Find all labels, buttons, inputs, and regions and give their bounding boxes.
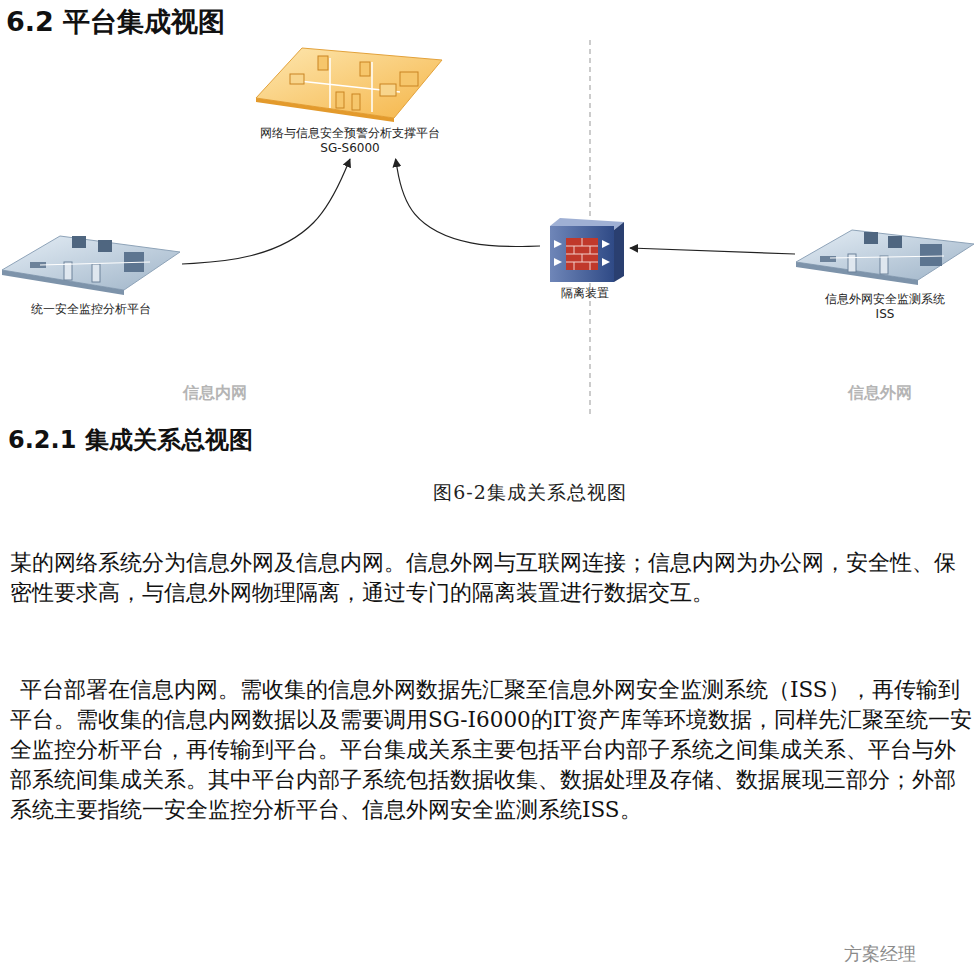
isolation-device-illustration — [550, 218, 624, 282]
monitor-platform-illustration — [2, 236, 180, 295]
watermark: 方案经理 — [840, 942, 920, 966]
data-flow-connector — [630, 248, 795, 254]
section-heading: 6.2.1 集成关系总视图 — [8, 424, 253, 456]
system-node: 统一安全监控分析平台 — [0, 228, 182, 320]
section-title: 6.2 平台集成视图 — [6, 4, 225, 40]
body-paragraph: 平台部署在信息内网。需收集的信息外网数据先汇聚至信息外网安全监测系统（ISS），… — [10, 675, 972, 825]
system-node: 网络与信息安全预警分析支撑平台 SG-S6000 — [255, 42, 445, 159]
zone-label: 信息内网 — [150, 383, 280, 404]
node-label: 信息外网安全监测系统 ISS — [819, 292, 951, 322]
system-node: 隔离装置 — [540, 216, 630, 304]
platform-illustration — [256, 48, 442, 122]
data-flow-connector — [396, 159, 540, 247]
iss-illustration — [796, 230, 974, 285]
figure-caption: 图6-2集成关系总视图 — [300, 480, 760, 506]
node-label: 隔离装置 — [545, 286, 625, 301]
system-node: 信息外网安全监测系统 ISS — [795, 222, 975, 325]
node-label: 统一安全监控分析平台 — [16, 302, 166, 317]
data-flow-connector — [182, 159, 350, 264]
body-paragraph: 某的网络系统分为信息外网及信息内网。信息外网与互联网连接；信息内网为办公网，安全… — [10, 548, 972, 608]
zone-label: 信息外网 — [815, 383, 945, 404]
node-label: 网络与信息安全预警分析支撑平台 SG-S6000 — [257, 126, 443, 156]
